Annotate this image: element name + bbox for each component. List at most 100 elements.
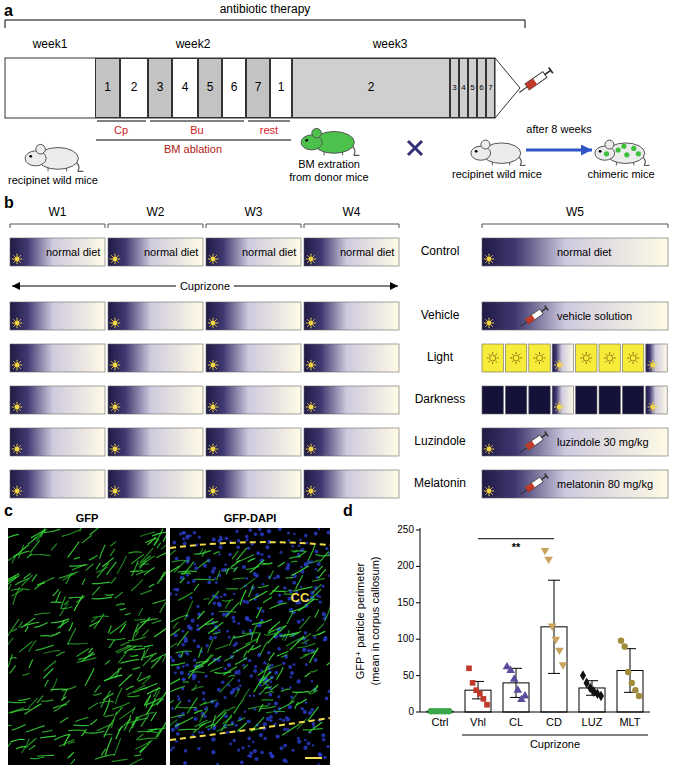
illustration-part: [242, 630, 245, 633]
illustration-part: [227, 663, 231, 667]
day-number: 1: [104, 81, 111, 95]
illustration-part: [177, 695, 180, 698]
illustration-part: [18, 698, 30, 700]
moon-icon: [110, 431, 114, 438]
illustration-part: [475, 150, 478, 153]
illustration-part: [170, 679, 180, 687]
moon-icon: [511, 395, 516, 405]
illustration-part: [171, 615, 188, 622]
illustration-part: [215, 361, 216, 362]
illustration-part: [303, 649, 306, 652]
illustration-part: [484, 449, 486, 450]
illustration-part: [96, 563, 100, 569]
illustration-part: [101, 749, 105, 756]
illustration-part: [292, 691, 309, 693]
illustration-part: [607, 355, 613, 361]
data-point: [580, 670, 586, 681]
treatment-label: Cuprizone: [176, 280, 234, 293]
illustration-part: [20, 407, 22, 408]
illustration-part: [208, 639, 214, 653]
day-night-bar: [304, 344, 399, 372]
illustration-part: [19, 451, 20, 452]
illustration-part: [215, 255, 216, 256]
moon-icon: [110, 305, 114, 312]
illustration-part: [19, 445, 20, 446]
bar-text: luzindole 30 mg/kg: [557, 436, 649, 449]
illustration-part: [313, 409, 314, 410]
diet-bar: normal diet: [10, 238, 105, 266]
illustration-part: [178, 698, 181, 701]
illustration-part: [15, 405, 19, 409]
illustration-part: [224, 655, 234, 661]
illustration-part: [82, 535, 92, 543]
illustration-part: [17, 494, 18, 496]
illustration-part: [110, 365, 112, 366]
illustration-part: [56, 591, 61, 602]
illustration-part: [353, 146, 360, 155]
illustration-part: [20, 449, 22, 450]
illustration-part: [324, 636, 327, 639]
illustration-part: [327, 660, 330, 665]
illustration-part: [260, 619, 271, 623]
illustration-part: [317, 566, 322, 572]
illustration-part: [175, 557, 179, 561]
illustration-part: [19, 325, 20, 326]
illustration-part: [215, 367, 216, 368]
illustration-part: [110, 323, 112, 324]
panel-letter: d: [343, 502, 353, 520]
illustration-part: [140, 590, 152, 594]
sun-icon: [208, 254, 218, 264]
illustration-part: [260, 706, 276, 708]
illustration-part: [60, 620, 65, 628]
illustration-part: [235, 530, 238, 533]
diet-bar: vehicle solution: [482, 302, 668, 330]
illustration-part: [497, 358, 499, 359]
illustration-part: [487, 257, 491, 261]
illustration-part: [489, 326, 490, 328]
day-night-bar: [304, 302, 399, 330]
illustration-part: [309, 363, 313, 367]
day-night-bar: [10, 470, 105, 498]
illustration-part: [309, 489, 313, 493]
day-night-bar: [10, 302, 105, 330]
illustration-part: [489, 452, 490, 454]
illustration-part: [312, 578, 325, 581]
illustration-part: [77, 658, 97, 663]
illustration-part: [240, 590, 246, 605]
illustration-part: [13, 587, 20, 604]
illustration-part: [13, 487, 14, 488]
illustration-part: [289, 686, 292, 689]
mouse-figure: [301, 128, 359, 155]
illustration-part: [298, 544, 301, 547]
illustration-part: [215, 487, 216, 488]
illustration-part: [243, 664, 247, 669]
illustration-part: [37, 696, 43, 703]
illustration-part: [297, 740, 301, 744]
illustration-part: [319, 600, 322, 603]
illustration-part: [115, 444, 116, 446]
group-label: Luzindole: [414, 435, 465, 449]
illustration-part: [8, 654, 12, 667]
illustration-part: [539, 362, 540, 364]
illustration-part: [319, 551, 328, 562]
illustration-part: [115, 688, 122, 704]
illustration-part: [113, 363, 117, 367]
illustration-part: [94, 685, 100, 692]
illustration-part: [314, 685, 318, 692]
illustration-part: [115, 326, 116, 328]
figure-caption: recipinet wild mice: [452, 168, 542, 181]
illustration-part: [300, 707, 303, 710]
illustration-part: [216, 365, 218, 366]
illustration-part: [586, 352, 587, 354]
illustration-part: [307, 409, 308, 410]
illustration-part: [291, 566, 308, 576]
illustration-part: [489, 318, 490, 320]
illustration-part: [209, 403, 210, 404]
moon-icon: [306, 241, 310, 248]
illustration-part: [209, 261, 210, 262]
moon-icon: [484, 473, 488, 480]
bar-text: melatonin 80 mg/kg: [557, 478, 653, 491]
illustration-part: [313, 584, 322, 593]
illustration-part: [303, 728, 323, 729]
illustration-part: [491, 445, 492, 446]
